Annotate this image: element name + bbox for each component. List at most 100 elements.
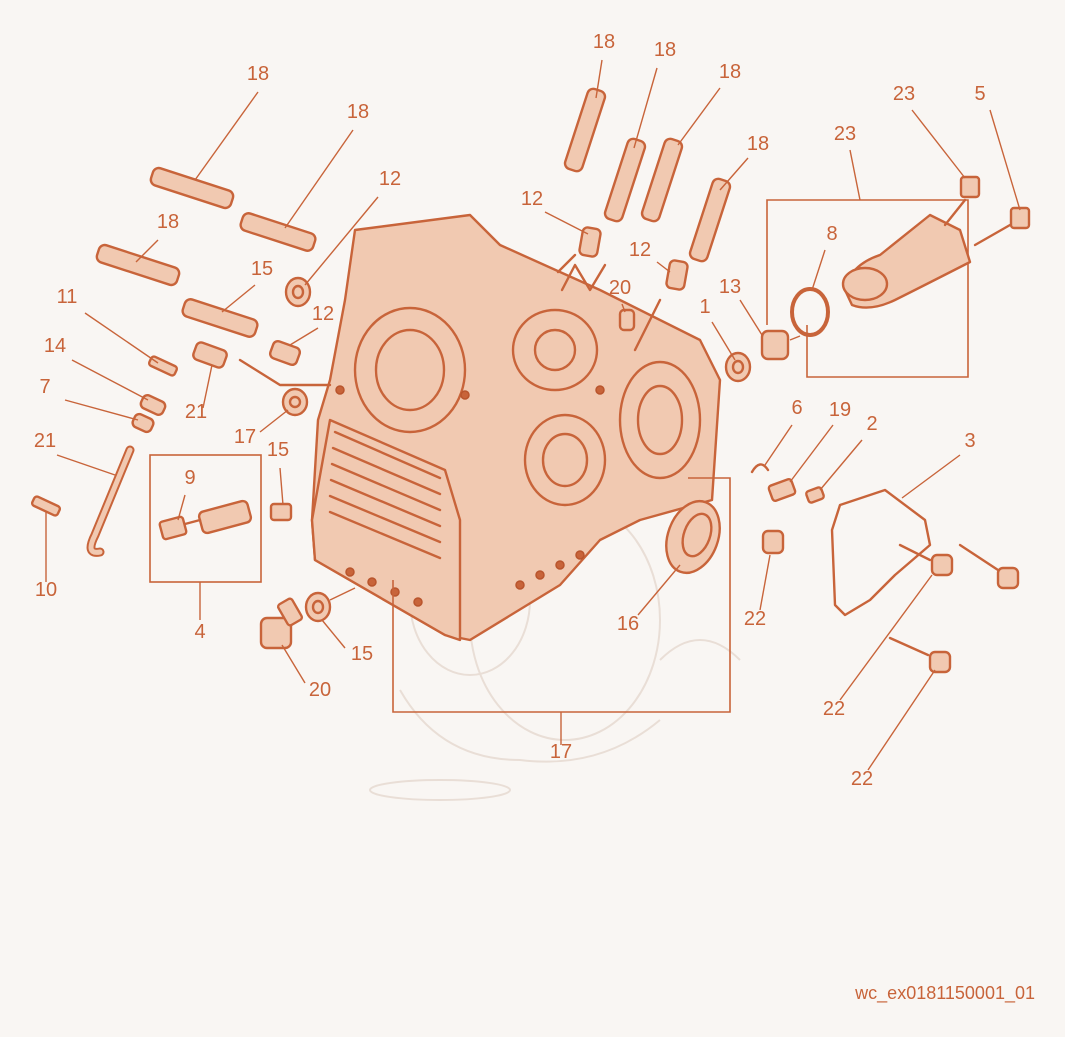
dowel-parts bbox=[192, 226, 689, 387]
callout-17: 17 bbox=[234, 426, 256, 448]
gear-housing bbox=[310, 213, 722, 642]
callout-18: 18 bbox=[747, 133, 769, 155]
cover-group bbox=[766, 175, 1031, 378]
leader-line-17 bbox=[259, 409, 289, 433]
callout-14: 14 bbox=[44, 335, 66, 357]
leader-line-15 bbox=[221, 284, 256, 313]
leader-line-20 bbox=[621, 303, 626, 313]
reference-code: wc_ex0181150001_01 bbox=[855, 983, 1035, 1003]
callout-23: 23 bbox=[834, 123, 856, 145]
drain-plug-parts bbox=[259, 587, 356, 650]
stud-part-18-c bbox=[95, 243, 181, 287]
callout-17: 17 bbox=[550, 741, 572, 763]
leader-line-12 bbox=[656, 261, 671, 273]
oil-seal bbox=[665, 499, 721, 575]
right-small-parts bbox=[750, 463, 825, 555]
leader-line-12 bbox=[544, 211, 589, 235]
leader-line-12 bbox=[289, 327, 319, 346]
callout-18: 18 bbox=[347, 101, 369, 123]
leader-line-18 bbox=[595, 59, 603, 99]
leader-line-2 bbox=[819, 439, 863, 491]
stud-part-18-g bbox=[640, 137, 684, 223]
callout-18: 18 bbox=[719, 61, 741, 83]
side-cover-group bbox=[830, 488, 1020, 674]
callout-18: 18 bbox=[593, 31, 615, 53]
leader-line-23 bbox=[911, 109, 966, 179]
leader-line-14 bbox=[71, 359, 149, 401]
callout-15: 15 bbox=[251, 258, 273, 280]
leader-line-18 bbox=[284, 129, 354, 229]
leader-line-13 bbox=[739, 299, 763, 336]
housing-bracket bbox=[392, 477, 731, 713]
stud-part-18-h bbox=[688, 177, 732, 263]
callout-11: 11 bbox=[57, 286, 78, 308]
callout-23: 23 bbox=[893, 83, 915, 105]
leader-line-21 bbox=[202, 364, 213, 409]
callout-22: 22 bbox=[823, 698, 845, 720]
callout-12: 12 bbox=[312, 303, 334, 325]
leader-line-6 bbox=[764, 424, 793, 466]
stud-part-18-e bbox=[563, 87, 607, 173]
leader-line-20 bbox=[281, 644, 306, 684]
callout-22: 22 bbox=[851, 768, 873, 790]
callout-18: 18 bbox=[247, 63, 269, 85]
stud-part-18-d bbox=[181, 298, 259, 338]
callout-21: 21 bbox=[34, 430, 56, 452]
callout-4: 4 bbox=[194, 621, 205, 643]
callout-20: 20 bbox=[309, 679, 331, 701]
callout-8: 8 bbox=[826, 223, 837, 245]
callout-10: 10 bbox=[35, 579, 57, 601]
leader-line-12 bbox=[304, 196, 379, 286]
callout-12: 12 bbox=[521, 188, 543, 210]
leader-line-5 bbox=[989, 109, 1021, 211]
sensor-group bbox=[149, 454, 262, 583]
leader-line-16 bbox=[637, 564, 681, 616]
callout-13: 13 bbox=[719, 276, 741, 298]
leader-line-22 bbox=[839, 574, 933, 701]
leader-line-3 bbox=[901, 454, 961, 499]
callout-12: 12 bbox=[629, 239, 651, 261]
callout-2: 2 bbox=[866, 413, 877, 435]
callout-21: 21 bbox=[185, 401, 207, 423]
leader-line-1 bbox=[711, 321, 736, 361]
callout-1: 1 bbox=[699, 296, 710, 318]
stud-parts bbox=[95, 87, 732, 338]
leader-line-18 bbox=[633, 67, 658, 149]
leader-line-8 bbox=[811, 249, 826, 291]
leader-line-23 bbox=[849, 149, 861, 201]
leader-line-22 bbox=[867, 669, 936, 771]
callout-6: 6 bbox=[791, 397, 802, 419]
callout-15: 15 bbox=[351, 643, 373, 665]
callout-7: 7 bbox=[39, 376, 50, 398]
callout-9: 9 bbox=[184, 467, 195, 489]
leader-line-18 bbox=[135, 239, 159, 263]
leader-line-7 bbox=[64, 399, 139, 421]
leader-line-18 bbox=[677, 87, 721, 146]
callout-18: 18 bbox=[157, 211, 179, 233]
leader-line-9 bbox=[177, 494, 186, 521]
callout-3: 3 bbox=[964, 430, 975, 452]
leader-line-18 bbox=[719, 157, 749, 191]
leader-lines bbox=[45, 59, 1021, 771]
leader-line-19 bbox=[789, 424, 834, 483]
leader-line-15 bbox=[321, 619, 346, 649]
callout-22: 22 bbox=[744, 608, 766, 630]
callout-15: 15 bbox=[267, 439, 289, 461]
callout-20: 20 bbox=[609, 277, 631, 299]
callout-16: 16 bbox=[617, 613, 639, 635]
stud-part-18-b bbox=[239, 212, 317, 252]
callout-18: 18 bbox=[654, 39, 676, 61]
callout-12: 12 bbox=[379, 168, 401, 190]
stud-part-18-f bbox=[603, 137, 647, 223]
leader-line-18 bbox=[194, 91, 259, 181]
stud-part-18-a bbox=[149, 166, 235, 210]
leader-line-21 bbox=[56, 454, 116, 476]
callout-5: 5 bbox=[974, 83, 985, 105]
callout-19: 19 bbox=[829, 399, 851, 421]
leader-line-22 bbox=[759, 554, 771, 611]
leader-line-15 bbox=[279, 467, 284, 506]
seal-parts bbox=[281, 276, 636, 417]
